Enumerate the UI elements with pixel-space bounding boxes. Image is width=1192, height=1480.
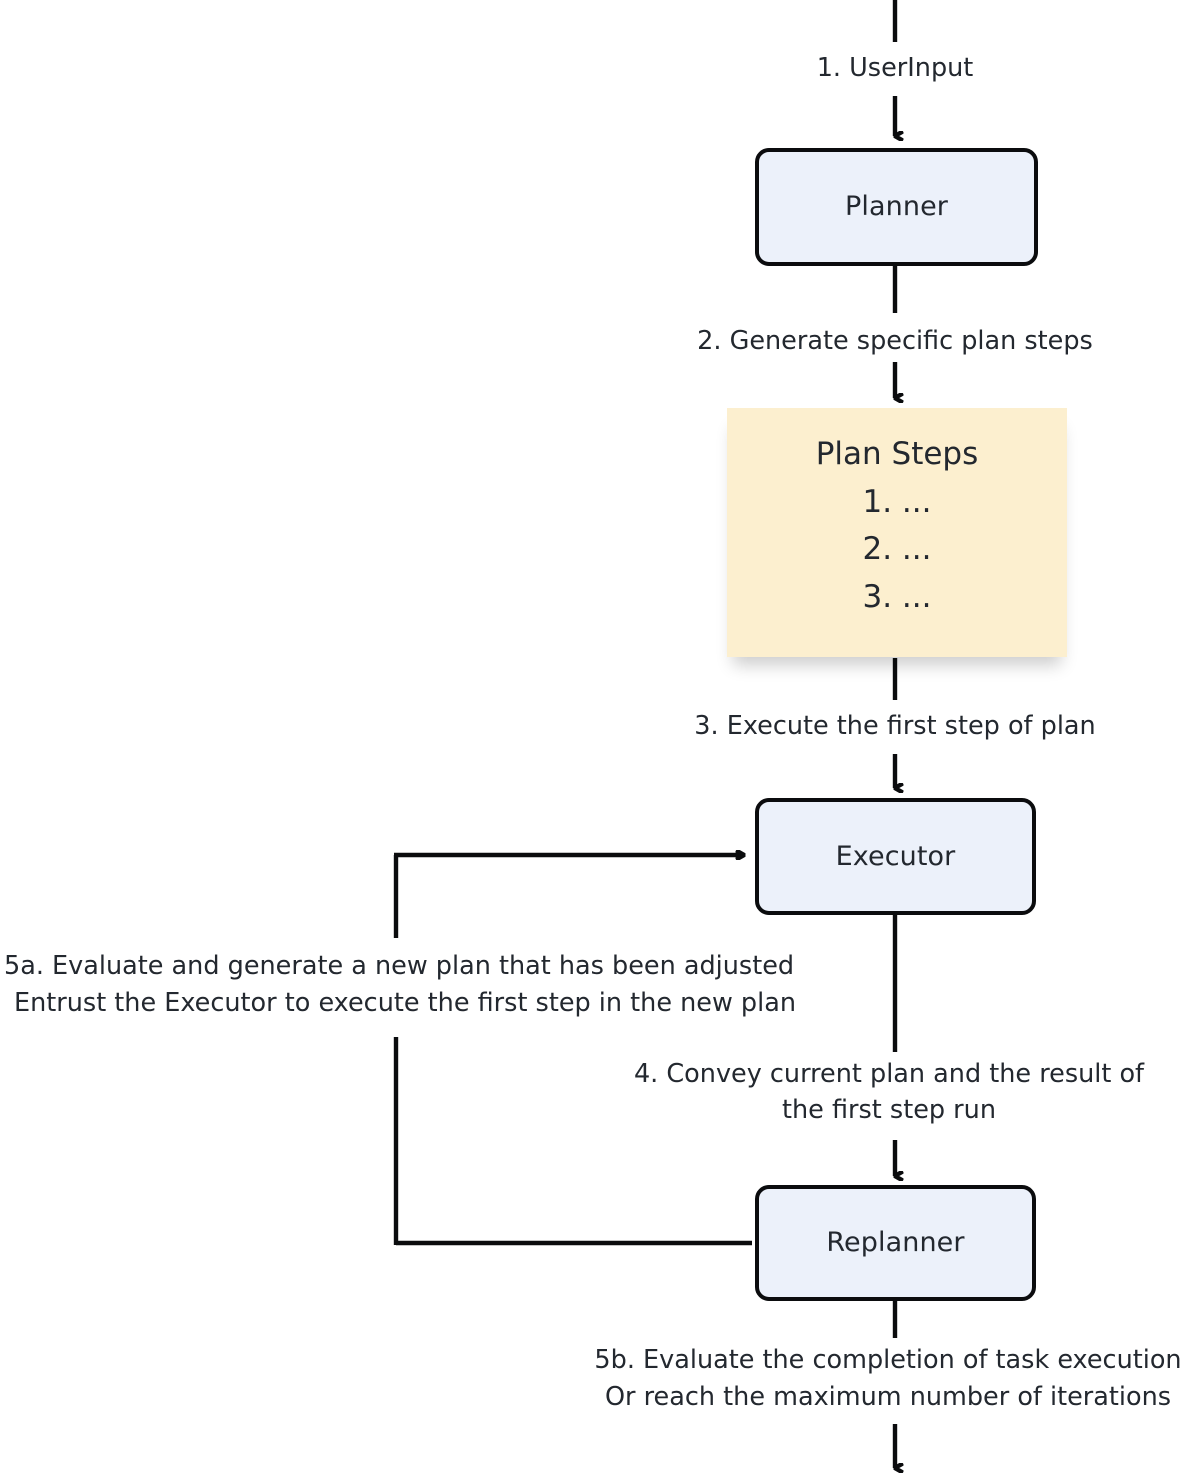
edge-label-5b-evaluate-completion-line1: 5b. Evaluate the completion of task exec… [594, 1345, 1182, 1375]
edge-label-1-userinput: 1. UserInput [816, 53, 974, 83]
edge-label-3-execute-first-step: 3. Execute the first step of plan [694, 711, 1096, 741]
edge-label-5a-entrust-executor-line2: Entrust the Executor to execute the firs… [14, 988, 796, 1018]
node-plan-steps-item-1: 1. ... [862, 483, 932, 520]
node-planner-label: Planner [845, 191, 948, 223]
node-replanner-label: Replanner [826, 1227, 965, 1259]
edge-label-4-convey-plan-line2: the first step run [782, 1095, 996, 1125]
node-plan-steps-item-2: 2. ... [862, 531, 932, 568]
node-replanner[interactable]: Replanner [755, 1185, 1036, 1301]
node-plan-steps-item-3: 3. ... [862, 578, 932, 615]
node-executor-label: Executor [835, 840, 956, 872]
edge-label-4-convey-plan-line1: 4. Convey current plan and the result of [633, 1059, 1145, 1089]
edge-label-2-generate-plan-steps: 2. Generate specific plan steps [697, 326, 1093, 356]
node-plan-steps[interactable]: Plan Steps 1. ... 2. ... 3. ... [727, 408, 1067, 657]
edge-label-5a-evaluate-new-plan-line1: 5a. Evaluate and generate a new plan tha… [4, 951, 795, 981]
node-planner[interactable]: Planner [755, 148, 1038, 266]
node-executor[interactable]: Executor [755, 798, 1036, 915]
edge-label-5b-max-iterations-line2: Or reach the maximum number of iteration… [604, 1382, 1172, 1412]
node-plan-steps-title: Plan Steps [815, 436, 979, 472]
